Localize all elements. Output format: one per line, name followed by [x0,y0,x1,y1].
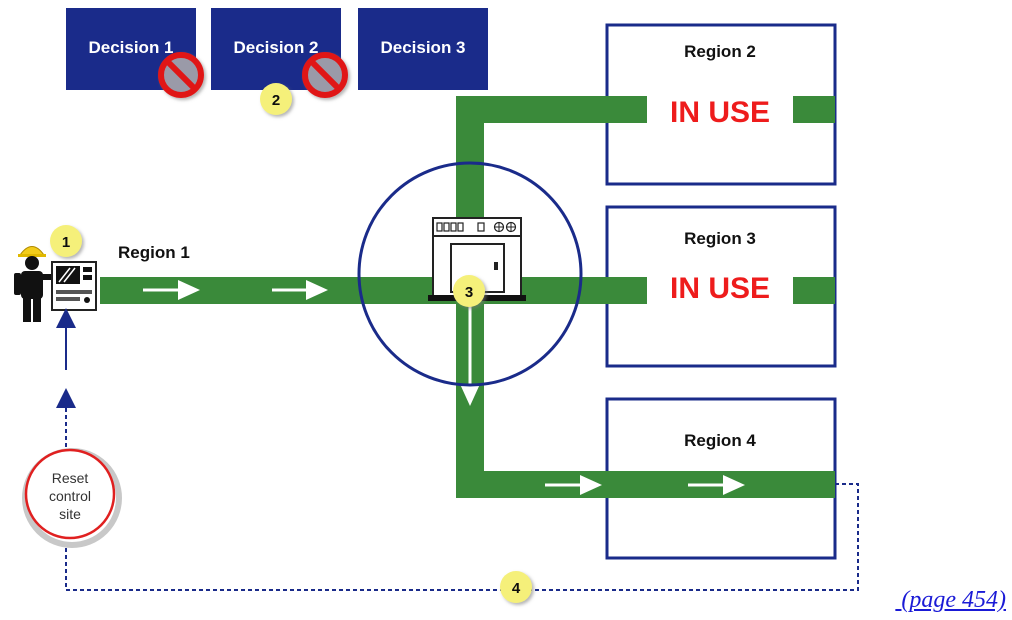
reset-control-site[interactable]: Reset control site [22,448,122,548]
no-entry-icon [302,52,348,98]
junction-circle [357,161,583,387]
flow-arrow [688,475,745,495]
reset-line-1: Reset [52,470,89,486]
flow-arrow [460,305,480,406]
flow-arrow [143,280,200,300]
worker-icon [14,246,54,322]
decision-1[interactable]: Decision 1 [66,8,196,90]
region-1-label: Region 1 [118,243,190,262]
region-3-status: IN USE [670,272,770,305]
step-badge-1: 1 [50,225,82,257]
region-3-label: Region 3 [684,229,756,248]
step-3-label: 3 [465,284,473,301]
flow-arrow [272,280,328,300]
region-2-status: IN USE [670,96,770,129]
control-panel-icon [51,261,97,311]
reset-line-2: control [49,488,91,504]
step-2-label: 2 [272,92,280,109]
flow-arrow [545,475,602,495]
decision-2[interactable]: Decision 2 [211,8,341,90]
region-2-label: Region 2 [684,42,756,61]
reset-feedback-line [56,308,859,591]
decision-1-label: Decision 1 [88,38,173,57]
decision-3-label: Decision 3 [380,38,465,57]
region-4-label: Region 4 [684,431,756,450]
step-4-label: 4 [512,580,521,597]
step-badge-3: 3 [453,275,485,307]
decision-3[interactable]: Decision 3 [358,8,488,90]
reset-line-3: site [59,506,81,522]
no-entry-icon [158,52,204,98]
page-reference-link[interactable]: (page 454) [895,587,1006,613]
step-badge-2: 2 [260,83,292,115]
step-1-label: 1 [62,234,70,251]
track [100,96,835,498]
step-badge-4: 4 [500,571,532,603]
decision-2-label: Decision 2 [233,38,318,57]
